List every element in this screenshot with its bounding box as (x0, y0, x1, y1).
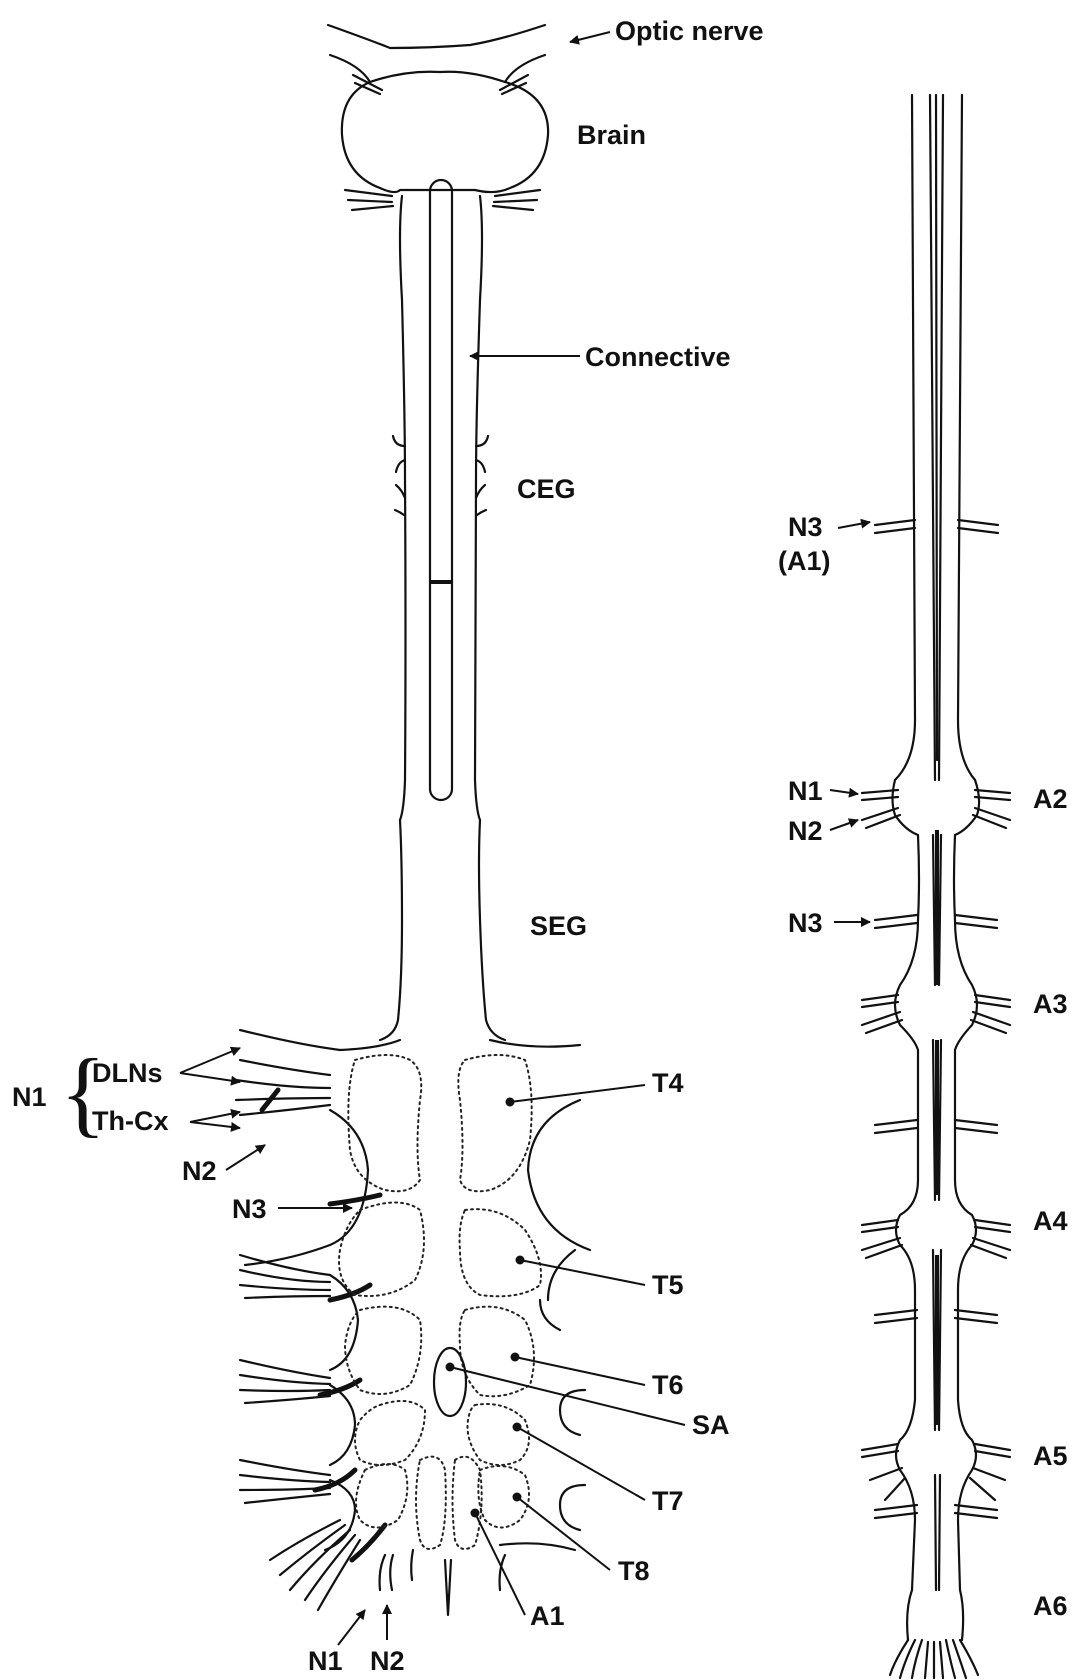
label-optic-nerve: Optic nerve (615, 16, 764, 46)
pointer-lines (446, 1085, 686, 1615)
label-connective: Connective (585, 342, 731, 372)
connective-right-wall (475, 196, 482, 820)
label-n3-left: N3 (232, 1194, 267, 1224)
seg-right-wall (479, 820, 505, 1040)
label-ceg: CEG (517, 474, 576, 504)
label-n3-a1: N3 (788, 512, 823, 542)
label-a4: A4 (1033, 1206, 1068, 1236)
label-n2-right: N2 (788, 816, 823, 846)
label-n2-bottom: N2 (370, 1646, 405, 1676)
connective-left-wall (400, 196, 406, 820)
label-t6: T6 (652, 1370, 684, 1400)
label-a1-left: A1 (530, 1601, 565, 1631)
label-n1-bottom: N1 (308, 1646, 343, 1676)
label-t8: T8 (618, 1556, 650, 1586)
label-a6: A6 (1033, 1591, 1068, 1621)
label-n3-right: N3 (788, 908, 823, 938)
cord-left-wall (895, 95, 915, 780)
optic-nerve-shape (328, 25, 545, 48)
cord-right-lower (954, 780, 979, 1640)
label-brain: Brain (577, 120, 646, 150)
right-label-arrows (830, 522, 870, 922)
label-a2: A2 (1033, 784, 1068, 814)
label-a3: A3 (1033, 989, 1068, 1019)
label-t7: T7 (652, 1486, 684, 1516)
sa-ellipse (434, 1348, 466, 1416)
label-th-cx: Th-Cx (92, 1106, 169, 1136)
right-abdominal-cord-diagram: N3 (A1) N1 N2 N3 A2 A3 A4 A5 A6 (778, 95, 1068, 1678)
label-t4: T4 (652, 1068, 684, 1098)
left-nerve-cord-diagram: Optic nerve Brain Connective CEG SEG N1 … (12, 16, 764, 1676)
ceg-nerves-left (393, 436, 405, 515)
label-n1-right: N1 (788, 776, 823, 806)
label-t5: T5 (652, 1270, 684, 1300)
label-a5: A5 (1033, 1441, 1068, 1471)
left-nerve-fans (240, 1255, 360, 1610)
ceg-nerves-right (476, 436, 488, 515)
label-n2-left: N2 (182, 1156, 217, 1186)
label-dlns: DLNs (92, 1058, 163, 1088)
cord-right-wall (958, 95, 975, 780)
label-sa: SA (692, 1410, 730, 1440)
label-seg: SEG (530, 911, 587, 941)
label-n1-group: N1 (12, 1082, 47, 1112)
label-a1-paren: (A1) (778, 546, 831, 576)
cord-left-lower (893, 780, 920, 1640)
seg-left-wall (380, 820, 402, 1040)
ganglion-outlines (339, 1055, 541, 1549)
connective-inner-tube (430, 180, 452, 800)
